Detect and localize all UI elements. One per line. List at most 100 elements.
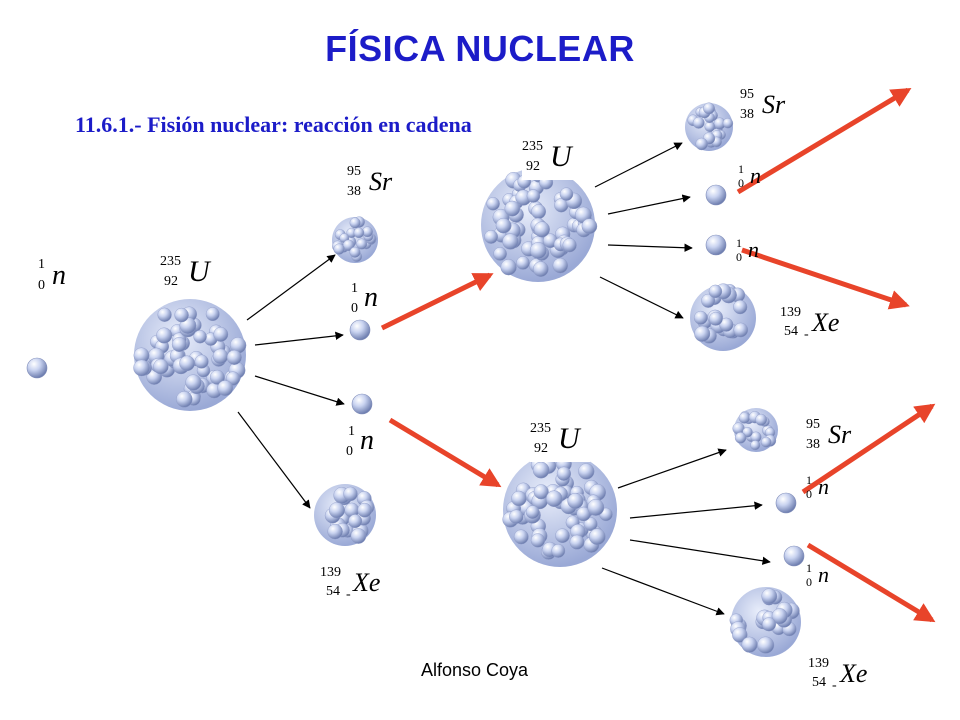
element-symbol: Xe <box>353 568 381 597</box>
uranium-nucleus-1 <box>133 299 247 411</box>
label-uranium-3: 235 92 U <box>530 422 590 462</box>
element-symbol: n <box>748 237 759 262</box>
element-symbol: Sr <box>762 90 786 119</box>
mass-number: 1 <box>806 561 812 575</box>
element-symbol: n <box>52 260 66 291</box>
page-title: FÍSICA NUCLEAR <box>325 28 635 69</box>
mass-number: 1 <box>738 162 744 176</box>
neutron-3 <box>705 184 727 206</box>
atomic-number: 92 <box>526 159 540 174</box>
mass-number: 235 <box>530 421 551 436</box>
label-neutron-5: 1 0 n <box>806 474 838 502</box>
arrow-u3-to-sr3 <box>617 448 727 489</box>
strontium-nucleus-2 <box>685 102 734 151</box>
mass-number: 1 <box>806 473 812 487</box>
atomic-number: 54 <box>326 584 340 599</box>
xenon-nucleus-2 <box>690 283 756 351</box>
label-xenon-2: 139 54 - Xe <box>780 306 844 342</box>
element-symbol: U <box>550 140 572 173</box>
label-uranium-1: 235 92 U <box>160 255 220 295</box>
mass-number: 139 <box>808 656 829 671</box>
neutron-5 <box>775 492 797 514</box>
mass-number: 95 <box>347 164 361 179</box>
mass-number: 1 <box>736 236 742 250</box>
atomic-number: 38 <box>806 437 820 452</box>
atomic-number: 0 <box>738 176 744 190</box>
label-neutron-2: 1 0 n <box>342 425 382 461</box>
author-footer: Alfonso Coya <box>421 660 529 680</box>
atomic-number: 0 <box>806 575 812 589</box>
mass-number: 1 <box>348 424 355 439</box>
neutron-2 <box>351 393 373 415</box>
label-neutron-1: 1 0 n <box>345 282 385 318</box>
arrow-u2-to-xe2 <box>599 276 684 319</box>
xenon-nucleus-3 <box>729 587 801 657</box>
label-neutron-incident: 1 0 n <box>30 258 80 296</box>
neutron-4 <box>705 234 727 256</box>
label-neutron-4: 1 0 n <box>736 237 768 265</box>
label-xenon-1: 139 54 - Xe <box>320 566 384 602</box>
red-arrow-n5-out <box>801 403 936 495</box>
strontium-nucleus-1 <box>332 216 378 263</box>
element-symbol: n <box>364 282 378 313</box>
element-symbol: Sr <box>369 167 393 196</box>
arrow-u2-to-n4 <box>607 243 693 252</box>
arrow-u1-to-n2 <box>254 375 345 406</box>
element-symbol: Xe <box>840 659 868 688</box>
neutron-1 <box>349 319 371 341</box>
arrow-u1-to-sr1 <box>246 254 336 321</box>
atomic-number: 92 <box>164 274 178 289</box>
mass-number: 95 <box>740 87 754 102</box>
red-arrow-n1-to-u2 <box>380 272 494 331</box>
mass-number: 139 <box>320 565 341 580</box>
atomic-number: 38 <box>347 184 361 199</box>
section-subtitle: 11.6.1.- Fisión nuclear: reacción en cad… <box>75 112 472 137</box>
label-strontium-3: 95 38 Sr <box>806 418 866 454</box>
mass-number: 1 <box>38 257 45 272</box>
uranium-nucleus-3 <box>502 453 617 567</box>
atomic-number: 38 <box>740 107 754 122</box>
mass-number: 1 <box>351 281 358 296</box>
neutron-incident <box>26 357 48 379</box>
dash: - <box>832 678 837 693</box>
label-strontium-2: 95 38 Sr <box>740 88 800 124</box>
mass-number: 235 <box>160 254 181 269</box>
element-symbol: U <box>188 255 210 288</box>
element-symbol: n <box>818 474 829 499</box>
mass-number: 139 <box>780 305 801 320</box>
atomic-number: 54 <box>812 675 826 690</box>
atomic-number: 0 <box>736 250 742 264</box>
mass-number: 95 <box>806 417 820 432</box>
atomic-number: 0 <box>38 278 45 293</box>
element-symbol: Xe <box>812 308 840 337</box>
label-neutron-6: 1 0 n <box>806 562 838 590</box>
uranium-nucleus-2 <box>481 167 598 282</box>
atomic-number: 0 <box>351 301 358 316</box>
dash: - <box>804 327 809 342</box>
atomic-number: 92 <box>534 441 548 456</box>
arrow-u1-to-n1 <box>254 331 344 346</box>
arrow-u2-to-n3 <box>607 194 691 215</box>
arrow-u2-to-sr2 <box>594 142 683 188</box>
red-arrow-n6-out <box>806 542 936 623</box>
strontium-nucleus-3 <box>732 408 778 452</box>
xenon-nucleus-1 <box>314 484 376 546</box>
red-arrow-n2-to-u3 <box>388 417 502 488</box>
element-symbol: n <box>750 163 761 188</box>
arrow-u3-to-xe3 <box>601 567 725 616</box>
element-symbol: n <box>360 425 374 456</box>
element-symbol: Sr <box>828 420 852 449</box>
element-symbol: n <box>818 562 829 587</box>
label-uranium-2: 235 92 U <box>522 140 582 180</box>
element-symbol: U <box>558 422 580 455</box>
atomic-number: 0 <box>806 487 812 501</box>
label-xenon-3: 139 54 - Xe <box>808 657 872 693</box>
label-neutron-3: 1 0 n <box>738 163 770 191</box>
arrow-u1-to-xe1 <box>237 411 311 509</box>
atomic-number: 0 <box>346 444 353 459</box>
neutron-6 <box>783 545 805 567</box>
arrow-u3-to-n6 <box>629 539 771 565</box>
dash: - <box>346 587 351 602</box>
red-arrow-n4-out <box>741 247 910 310</box>
